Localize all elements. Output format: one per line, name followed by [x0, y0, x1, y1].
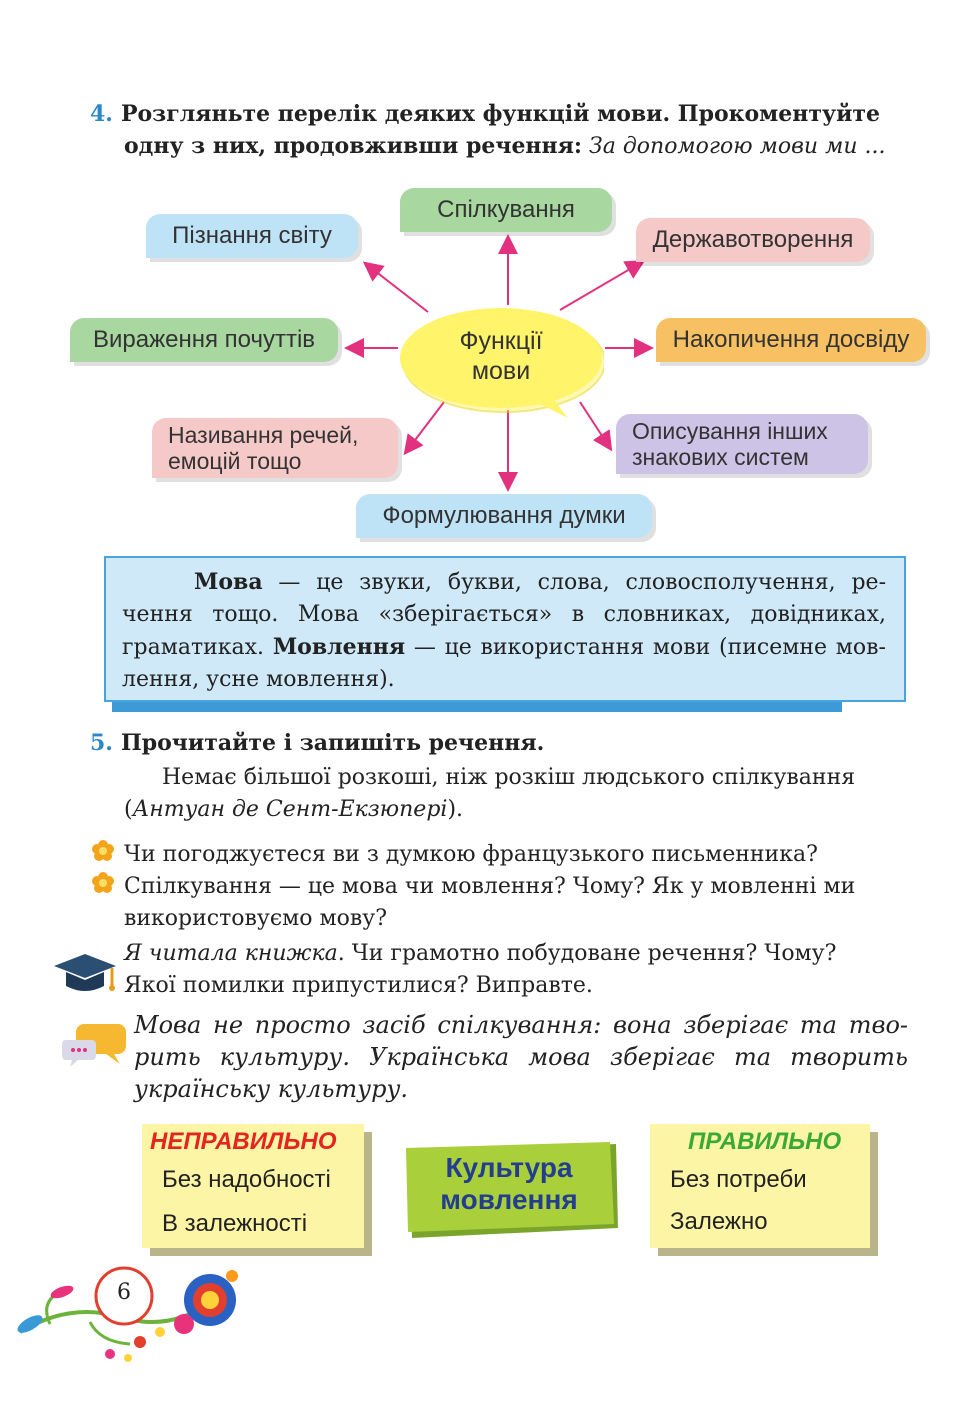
question-2: Спілкування — це мова чи мовлення? Чому?…	[124, 871, 914, 935]
quote-paren: ).	[447, 797, 464, 822]
question-2-line-2: використовуємо мову?	[124, 906, 388, 931]
floral-ornament-icon	[17, 1266, 238, 1362]
arrow-down-left	[403, 401, 445, 456]
culture-label-line-2: мовлення	[440, 1184, 578, 1215]
task-4: 4. Розгляньте перелік деяких функцій мови…	[90, 98, 910, 163]
question-3-example: Я читала книжка	[124, 941, 338, 966]
right-title: ПРАВИЛЬНО	[688, 1128, 842, 1155]
quote-paren: (	[124, 797, 133, 822]
function-label: Формулювання думки	[382, 502, 626, 529]
function-label: Державотворення	[652, 226, 854, 253]
quote-author: Антуан де Сент-Екзюпері	[132, 797, 448, 822]
term-mova: Мова	[194, 569, 263, 595]
function-label: знакових систем	[632, 444, 809, 470]
function-label: Спілкування	[437, 196, 575, 223]
function-label: Пізнання світу	[172, 222, 332, 249]
right-item-1: Без потреби	[670, 1166, 807, 1193]
flower-bullet-icon	[92, 840, 114, 861]
page-number: 6	[117, 1280, 131, 1305]
function-naming: Називання речей, емоцій тощо	[152, 418, 398, 478]
task-5-heading: Прочитайте і запишіть речення.	[120, 730, 545, 756]
function-label: Накопичення досвіду	[672, 326, 910, 353]
task-number: 5.	[90, 730, 113, 756]
center-line-1: Функції	[459, 327, 543, 355]
arrow-down-right	[579, 401, 613, 452]
wrong-item-1: Без надобності	[162, 1166, 331, 1193]
question-1: Чи погоджуєтеся ви з думкою французького…	[124, 842, 818, 867]
function-cognition: Пізнання світу	[146, 214, 358, 258]
culture-label-line-1: Культура	[445, 1152, 573, 1183]
right-item-2: Залежно	[670, 1208, 768, 1235]
diagram-arrows	[344, 234, 654, 492]
quote: Немає більшої розкоші, ніж розкіш людськ…	[124, 762, 908, 826]
arrow-up-left	[362, 261, 429, 313]
definition-text-2: — це використання мови (писемне мов­ленн…	[122, 635, 886, 692]
function-label: Вираження почуттів	[92, 326, 316, 353]
wrong-card: НЕПРАВИЛЬНО Без надобності В залежності	[142, 1124, 364, 1248]
task-5: 5. Прочитайте і запишіть речення.	[90, 727, 910, 760]
center-line-2: мови	[471, 357, 531, 385]
wrong-item-2: В залежності	[162, 1210, 308, 1237]
function-experience: Накопичення досвіду	[656, 318, 926, 362]
question-3-line-2: Якої помилки припустилися? Виправте.	[124, 973, 593, 998]
function-statebuilding: Державотворення	[636, 218, 870, 262]
function-label: Називання речей,	[168, 422, 359, 448]
right-card: ПРАВИЛЬНО Без потреби Залежно	[650, 1124, 870, 1248]
function-feelings: Вираження почуттів	[70, 318, 338, 362]
function-thought: Формулювання думки	[356, 494, 652, 538]
culture-label: Культура мовлення	[404, 1142, 620, 1240]
note-text: Мова не просто засіб спілкування: вона з…	[134, 1011, 908, 1103]
function-label: емоцій тощо	[168, 448, 302, 474]
flower-bullet-icon	[92, 872, 114, 893]
quote-text: Немає більшої розкоші, ніж розкіш людськ…	[162, 765, 856, 790]
task-4-italic: За допомогою мови ми ...	[589, 134, 886, 159]
wrong-title: НЕПРАВИЛЬНО	[150, 1128, 337, 1155]
task-4-line-2: одну з них, продовживши речення:	[124, 133, 583, 159]
diagram-center: Функції мови	[398, 306, 604, 422]
task-number: 4.	[90, 101, 113, 127]
definition-box: Мова — це звуки, букви, слова, словоспол…	[104, 556, 906, 702]
function-label: Описування інших	[632, 418, 828, 444]
task-4-line-1: Розгляньте перелік деяких функцій мови. …	[120, 101, 881, 127]
arrow-up-right	[559, 259, 646, 311]
graduation-cap-icon	[54, 954, 116, 991]
speech-bubbles-icon	[62, 1024, 126, 1067]
question-3-line-1: . Чи грамотно побудоване речення? Чому?	[337, 941, 837, 966]
definition-text-1: — це звуки, букви, слова, словосполученн…	[122, 570, 886, 660]
question-2-line-1: Спілкування — це мова чи мовлення? Чому?…	[124, 874, 856, 899]
question-3: Я читала книжка. Чи грамотно побудоване …	[124, 938, 914, 1002]
function-communication: Спілкування	[400, 188, 612, 232]
term-movlennia: Мовлення	[272, 634, 406, 660]
function-describing: Описування інших знакових систем	[616, 414, 868, 474]
